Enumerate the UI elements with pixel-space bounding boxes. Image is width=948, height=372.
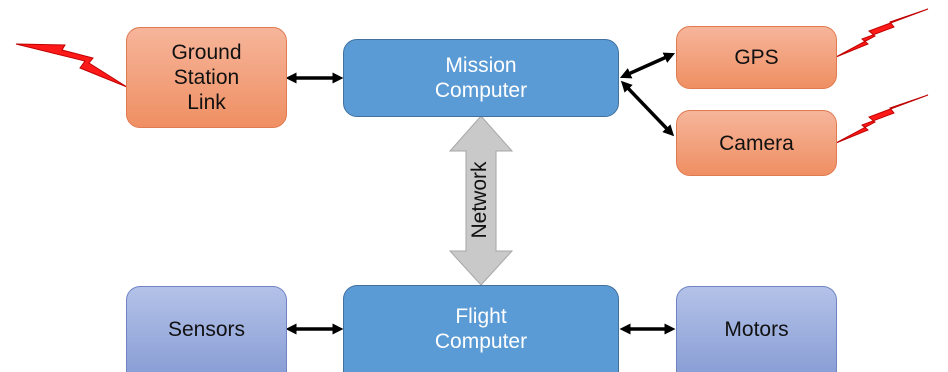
lightning-icon-ground [15,43,128,88]
camera-node: Camera [676,110,837,176]
network-label: Network [468,161,491,239]
node-label: Flight [455,305,507,328]
mission-computer-node: Mission Computer [343,39,619,117]
node-label: Mission [445,54,517,77]
node-label: Computer [434,330,528,353]
node-label: Ground [171,41,242,64]
flight-computer-node: Flight Computer [343,285,619,372]
node-label: Computer [434,79,528,102]
lightning-icon-camera [835,94,929,144]
gps-node: GPS [676,26,837,89]
motors-node: Motors [676,286,837,372]
lightning-icon-gps [835,8,929,58]
node-label: GPS [734,46,779,69]
connector-mission-camera [620,80,675,137]
connector-mission-gps [619,52,676,79]
node-label: Sensors [167,318,246,341]
sensors-node: Sensors [126,286,287,372]
node-label: Station [173,66,240,89]
node-label: Camera [719,131,794,155]
ground-station-link-node: Ground Station Link [126,27,287,128]
node-label: Motors [724,318,789,341]
node-label: Link [187,91,226,114]
